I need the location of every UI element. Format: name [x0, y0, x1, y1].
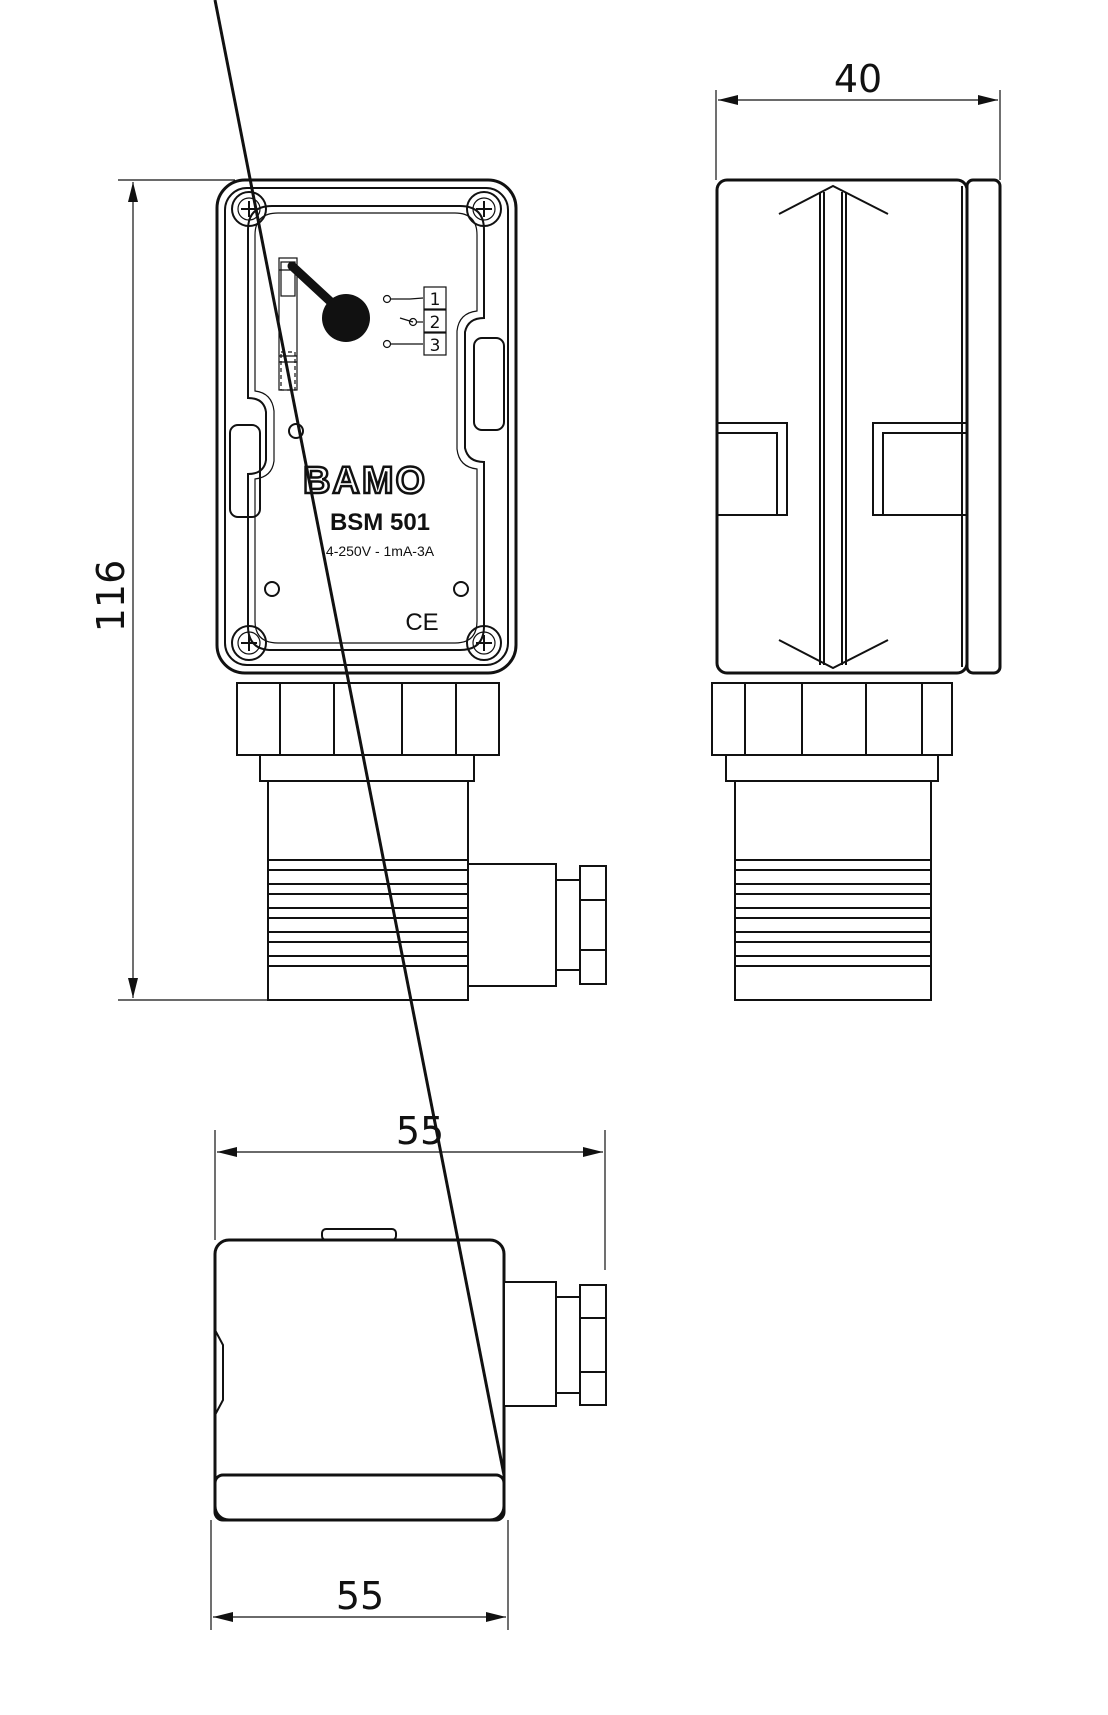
gland-nut — [236, 682, 500, 782]
terminal-block: 1 2 3 — [423, 286, 447, 356]
model-label: BSM 501 — [330, 509, 430, 536]
mounting-hole — [264, 581, 280, 597]
brand-logo: BAMO — [303, 460, 427, 502]
terminal-1-label: 1 — [430, 290, 441, 310]
height-dimension-label: 116 — [89, 560, 133, 633]
height-dimension: 116 — [89, 179, 270, 1001]
terminal-3-label: 3 — [430, 336, 441, 356]
top-housing — [213, 1238, 506, 1522]
front-view: 116 — [89, 178, 607, 1001]
right-slot — [473, 337, 505, 431]
connector-plug — [267, 780, 607, 1001]
left-slot — [229, 424, 261, 518]
rating-label: 4-250V - 1mA-3A — [326, 543, 435, 559]
top-connector — [503, 1281, 607, 1407]
width-dimension-lower: 55 — [210, 1520, 509, 1630]
housing-outer — [215, 178, 518, 675]
top-view: 55 55 — [210, 0, 607, 1630]
screw-icon — [231, 625, 267, 661]
ce-mark: CE — [405, 609, 438, 636]
contact-symbol — [382, 294, 424, 349]
mounting-hole — [453, 581, 469, 597]
side-connector-plug — [734, 780, 932, 1001]
housing-rim — [224, 187, 509, 666]
width-dimension-upper: 55 — [214, 1109, 606, 1270]
side-view: 40 — [711, 57, 1002, 1001]
mounting-hole — [288, 423, 304, 439]
cover-panel — [247, 205, 485, 651]
top-width-lower-label: 55 — [336, 1574, 384, 1618]
side-width-label: 40 — [834, 57, 882, 101]
side-cover — [965, 178, 1002, 675]
screw-icon — [466, 625, 502, 661]
screw-icon — [231, 191, 267, 227]
screw-icon — [466, 191, 502, 227]
terminal-2-label: 2 — [430, 313, 441, 333]
side-gland-nut — [711, 682, 953, 782]
top-cover — [213, 1473, 506, 1522]
float-switch-icon — [278, 257, 370, 391]
width-dimension-side: 40 — [715, 57, 1001, 180]
